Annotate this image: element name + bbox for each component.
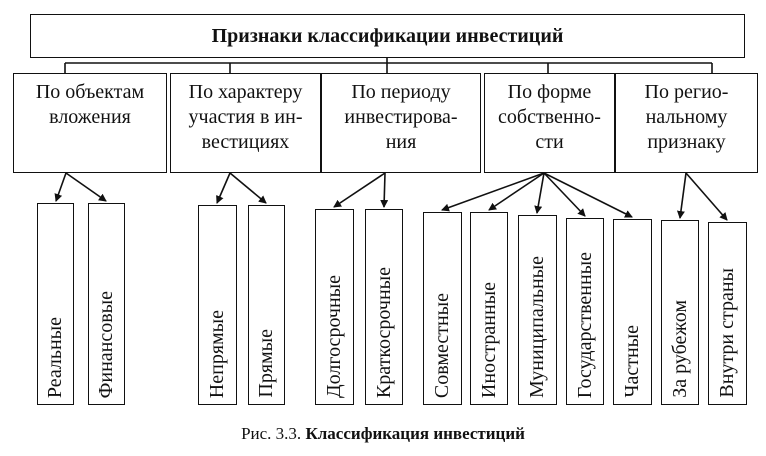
leaf-label: Прямые (255, 329, 277, 398)
leaf-label: Государственные (573, 251, 596, 398)
arrow-3 (229, 172, 267, 204)
arrow-2 (216, 172, 231, 204)
leaf-label: Внутри страны (716, 268, 738, 398)
leaf-box-foreign: Иностранные (470, 212, 508, 405)
leaf-box-private: Частные (613, 219, 652, 405)
category-label: По характеру участия в ин- вестициях (188, 81, 303, 153)
leaf-box-joint: Совместные (423, 212, 462, 405)
diagram-title-box: Признаки классификации инвестиций (30, 14, 745, 58)
leaf-box-real: Реальные (37, 203, 74, 405)
arrow-0 (54, 172, 67, 202)
leaf-box-abroad: За рубежом (661, 220, 699, 405)
leaf-label: Муниципальные (526, 256, 548, 398)
leaf-box-municipal: Муниципальные (518, 215, 557, 405)
arrow-10 (543, 172, 633, 218)
leaf-label: За рубежом (668, 300, 691, 398)
leaf-box-short-term: Краткосрочные (365, 209, 403, 405)
category-box-participation: По характеру участия в ин- вестициях (170, 73, 321, 173)
category-label: По регио- нальному признаку (644, 81, 729, 153)
arrow-8 (534, 172, 545, 214)
arrow-4 (333, 172, 386, 208)
caption-text: Классификация инвестиций (305, 424, 525, 443)
arrow-6 (441, 172, 545, 212)
arrow-5 (380, 172, 389, 208)
arrow-12 (685, 172, 728, 221)
leaf-box-direct: Прямые (248, 205, 285, 405)
leaf-label: Краткосрочные (372, 266, 395, 398)
leaf-label: Реальные (44, 316, 66, 398)
arrow-11 (676, 172, 687, 219)
arrow-9 (543, 172, 586, 217)
category-box-regional: По регио- нальному признаку (615, 73, 758, 173)
leaf-label: Совместные (431, 292, 453, 398)
leaf-box-financial: Финансовые (88, 203, 125, 405)
diagram-title: Признаки классификации инвестиций (211, 24, 564, 47)
category-box-ownership: По форме собственно- сти (484, 73, 615, 173)
leaf-box-domestic: Внутри страны (708, 222, 747, 405)
leaf-box-long-term: Долгосрочные (315, 209, 354, 405)
leaf-label: Частные (621, 325, 643, 398)
leaf-label: Иностранные (477, 281, 500, 398)
leaf-label: Долгосрочные (323, 275, 345, 398)
category-label: По периоду инвестирова- ния (344, 81, 458, 153)
category-label: По объектам вложения (35, 81, 145, 128)
leaf-box-state: Государственные (566, 218, 604, 405)
leaf-label: Финансовые (95, 290, 117, 398)
caption-prefix: Рис. 3.3. (241, 424, 302, 443)
category-box-period: По периоду инвестирова- ния (321, 73, 481, 173)
category-box-objects: По объектам вложения (13, 73, 167, 173)
leaf-label: Непрямые (206, 309, 228, 398)
figure-caption: Рис. 3.3. Классификация инвестиций (0, 424, 766, 444)
category-label: По форме собственно- сти (498, 81, 601, 153)
leaf-box-indirect: Непрямые (198, 205, 237, 405)
arrow-1 (65, 172, 107, 202)
arrow-7 (488, 172, 545, 211)
